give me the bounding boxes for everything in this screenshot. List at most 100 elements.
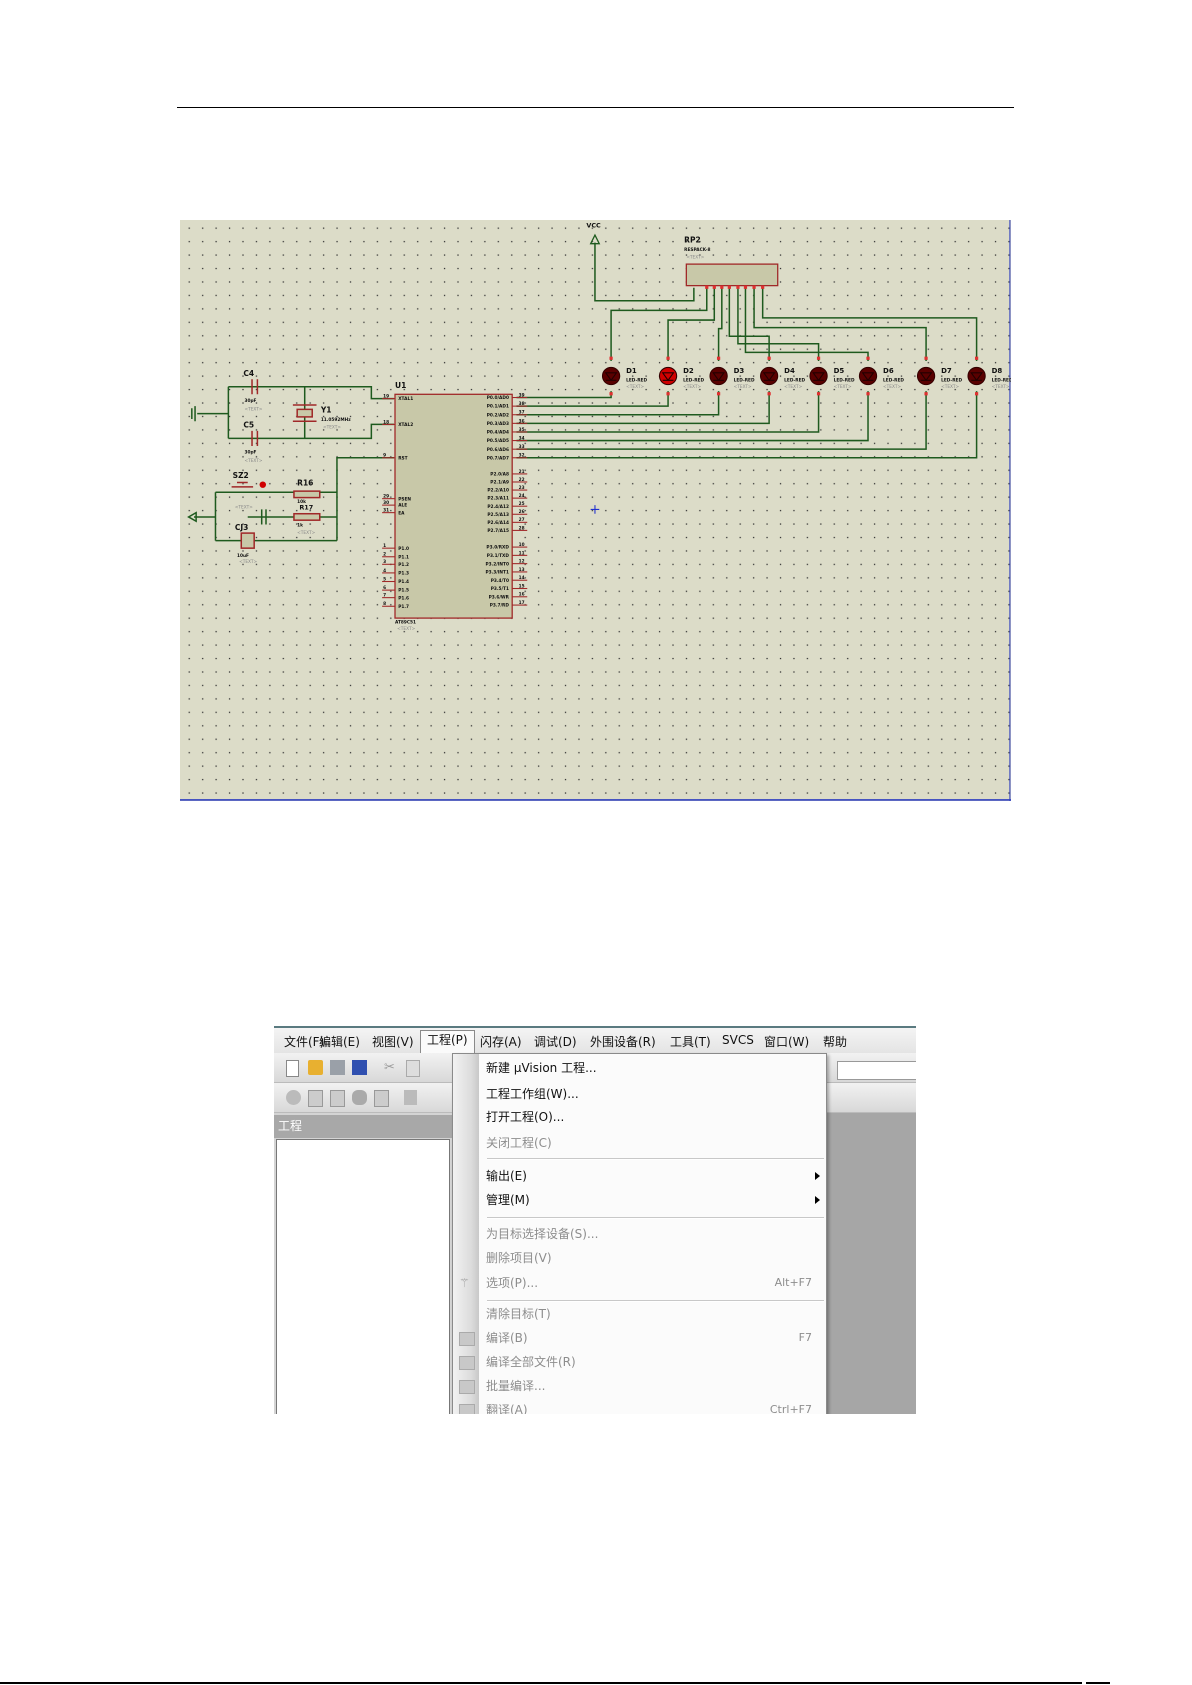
- led-pin: [816, 392, 821, 396]
- led-body: [916, 366, 936, 386]
- translate-icon: [459, 1404, 475, 1414]
- project-panel-title: 工程: [274, 1115, 452, 1138]
- ground-arrow-icon: [187, 511, 197, 523]
- project-panel: [276, 1139, 450, 1414]
- led-body: [759, 366, 779, 386]
- pin-number: 22: [519, 477, 525, 483]
- wires: [193, 242, 978, 542]
- led-ref: D7: [941, 367, 952, 375]
- pin-name: P3.7/RD: [490, 603, 510, 609]
- rp2-value: RESPACK-8: [684, 247, 710, 253]
- pin-name: P3.0/RXD: [486, 545, 509, 551]
- led-ref: D8: [992, 367, 1003, 375]
- rp2-pin: [761, 285, 765, 289]
- cj3-text: <TEXT>: [239, 559, 257, 565]
- pin-number: 1: [383, 543, 386, 549]
- menu-f[interactable]: 文件(F): [284, 1035, 325, 1049]
- build-icon[interactable]: [308, 1090, 323, 1107]
- translate-icon[interactable]: [286, 1090, 301, 1105]
- led-body: [601, 366, 621, 386]
- pin-name: P1.1: [398, 554, 409, 560]
- menu-r[interactable]: 外围设备(R): [590, 1035, 656, 1049]
- open-folder-icon[interactable]: [308, 1060, 323, 1075]
- save-icon[interactable]: [330, 1060, 345, 1075]
- led-text: <TEXT>: [734, 384, 752, 390]
- pin-name: P2.1/A9: [490, 480, 509, 486]
- pin-name: P2.3/A11: [487, 496, 509, 502]
- u1-ref: U1: [395, 381, 406, 390]
- footer-rule: [0, 1682, 1082, 1684]
- led-text: <TEXT>: [683, 384, 701, 390]
- new-file-icon[interactable]: [286, 1060, 299, 1077]
- cut-icon[interactable]: ✂: [384, 1060, 395, 1075]
- menu-shortcut: F7: [798, 1331, 812, 1344]
- menu-item[interactable]: 编译全部文件(R): [486, 1351, 812, 1373]
- led-value: LED-RED: [734, 377, 755, 383]
- menu-separator: [487, 1300, 824, 1302]
- menu-v[interactable]: 视图(V): [372, 1035, 414, 1049]
- r16-ref: R16: [297, 479, 313, 488]
- menu-item[interactable]: 翻译(A)Ctrl+F7: [486, 1399, 812, 1414]
- pin-number: 6: [383, 585, 386, 591]
- led-value: LED-RED: [784, 377, 805, 383]
- menu-w[interactable]: 窗口(W): [764, 1035, 810, 1049]
- menu-item-label: 管理(M): [486, 1193, 530, 1207]
- menu-帮助[interactable]: 帮助: [823, 1035, 848, 1049]
- rp2-text: <TEXT>: [686, 255, 704, 261]
- menu-item[interactable]: 关闭工程(C): [486, 1132, 812, 1154]
- pin-name: P0.7/AD7: [487, 455, 509, 461]
- proteus-schematic: VCC RP2 RESPACK-8 <TEXT> D1LED-RED<TEXT>…: [180, 220, 1011, 801]
- cj3-ref: CJ3: [235, 523, 249, 532]
- batch-build-icon: [459, 1380, 475, 1394]
- menu-item-label: 工程工作组(W)...: [486, 1087, 579, 1101]
- menu-svcs[interactable]: SVCS: [722, 1033, 754, 1047]
- pin-name: EA: [398, 510, 405, 516]
- pin-number: 32: [519, 453, 525, 459]
- pin-name: P2.0/A8: [490, 472, 509, 478]
- menu-item[interactable]: 工程工作组(W)...: [486, 1083, 812, 1105]
- led-pin: [716, 392, 721, 396]
- menu-item[interactable]: 管理(M): [486, 1189, 820, 1211]
- menu-item[interactable]: 删除项目(V): [486, 1247, 812, 1269]
- toolbar-search-input[interactable]: [837, 1061, 916, 1080]
- y1-text: <TEXT>: [323, 425, 341, 431]
- batch-build-icon[interactable]: [352, 1090, 367, 1105]
- pin-name: P2.6/A14: [487, 520, 509, 526]
- menu-p[interactable]: 工程(P): [420, 1030, 475, 1053]
- load-icon[interactable]: [404, 1090, 417, 1105]
- rebuild-icon[interactable]: [330, 1090, 345, 1107]
- pin-number: 11: [519, 550, 525, 556]
- stop-build-icon[interactable]: [374, 1090, 389, 1107]
- led-pin: [716, 356, 721, 360]
- c4-text: <TEXT>: [245, 406, 263, 412]
- menu-item[interactable]: 编译(B)F7: [486, 1327, 812, 1349]
- menu-e[interactable]: 编辑(E): [319, 1035, 360, 1049]
- menu-d[interactable]: 调试(D): [534, 1035, 577, 1049]
- menu-separator: [487, 1158, 824, 1160]
- pin-name: P2.2/A10: [487, 488, 509, 494]
- menu-item[interactable]: 为目标选择设备(S)...: [486, 1223, 812, 1245]
- menu-item[interactable]: 清除目标(T): [486, 1303, 812, 1325]
- menu-item-label: 清除目标(T): [486, 1307, 551, 1321]
- diode-symbol-icon: [970, 372, 984, 382]
- menu-item[interactable]: 新建 µVision 工程...: [486, 1057, 812, 1079]
- menu-item[interactable]: 批量编译...: [486, 1375, 812, 1397]
- pin-number: 4: [383, 568, 386, 574]
- pin-number: 35: [519, 427, 525, 433]
- pin-number: 14: [519, 575, 525, 581]
- menu-a[interactable]: 闪存(A): [480, 1035, 522, 1049]
- menu-item[interactable]: 打开工程(O)...: [486, 1106, 812, 1128]
- diode-symbol-icon: [812, 372, 825, 382]
- pin-name: P0.4/AD4: [487, 430, 509, 436]
- save-all-icon[interactable]: [352, 1060, 367, 1075]
- menu-item[interactable]: 输出(E): [486, 1165, 820, 1187]
- menu-t[interactable]: 工具(T): [670, 1035, 711, 1049]
- pin-number: 29: [383, 494, 389, 500]
- copy-icon[interactable]: [406, 1060, 420, 1077]
- menu-item[interactable]: 选项(P)...Alt+F7: [486, 1272, 812, 1294]
- pin-number: 26: [519, 509, 525, 515]
- led-pin: [666, 392, 670, 396]
